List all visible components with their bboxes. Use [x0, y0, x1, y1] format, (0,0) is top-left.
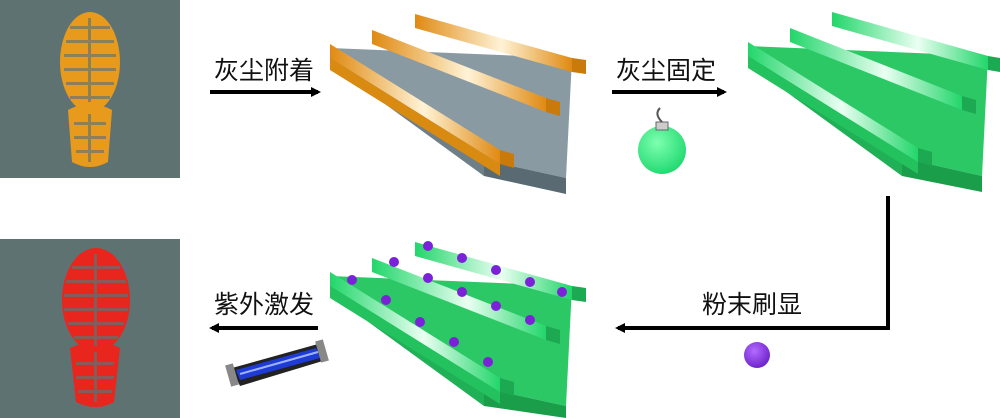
shoeprint-orange-panel [0, 0, 180, 178]
powder-ball-icon [744, 342, 770, 368]
label-uv-excite: 紫外激发 [214, 290, 315, 319]
grooved-substrate-orange [330, 14, 586, 194]
grooved-substrate-powdered [330, 241, 586, 418]
label-dust-attach: 灰尘附着 [214, 56, 315, 85]
arrow-powder-brush [615, 196, 890, 333]
powder-dots [347, 241, 567, 367]
label-powder-brush: 粉末刷显 [702, 290, 803, 319]
label-dust-fix: 灰尘固定 [616, 56, 717, 85]
shoeprint-red-panel [0, 239, 180, 418]
spray-bottle-icon [638, 107, 686, 174]
grooved-substrate-green [748, 12, 1000, 192]
uv-lamp-icon [225, 339, 329, 387]
